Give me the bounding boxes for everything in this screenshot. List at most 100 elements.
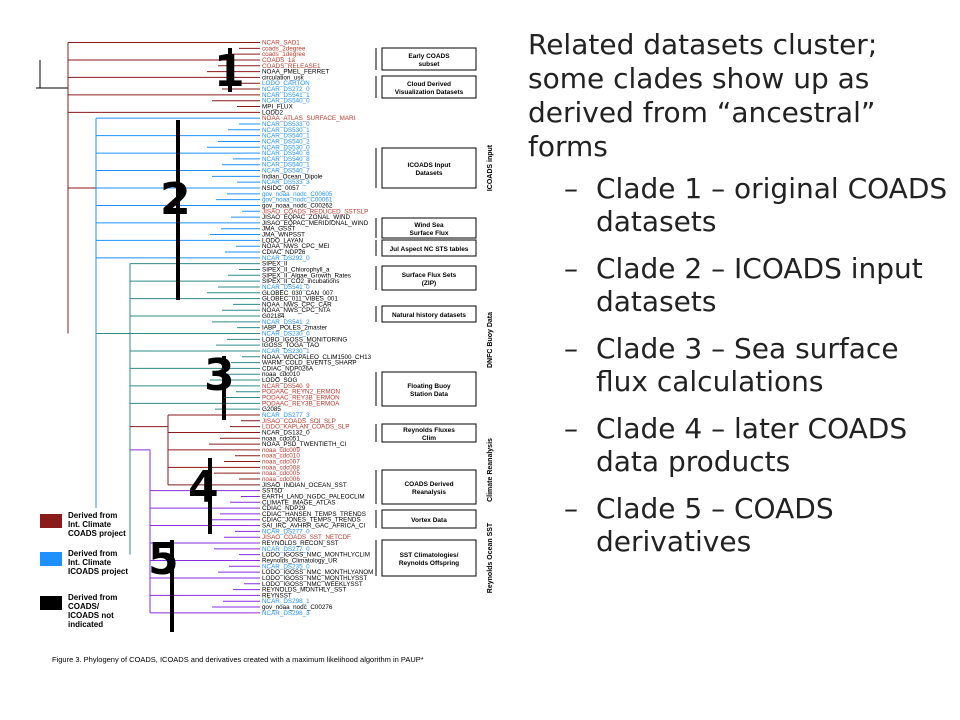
leaf-label: NCAR_DS530_0 — [262, 144, 310, 151]
box-label: ICOADS Input — [408, 162, 452, 169]
legend-text: ICOADS project — [68, 567, 128, 576]
leaf-label: coads_2degree — [262, 45, 306, 52]
leaf-label: REYNSST — [262, 592, 292, 599]
box-label: COADS Derived — [404, 481, 453, 488]
leaf-label: Indian_Ocean_Dipole — [262, 173, 323, 180]
box-label: Vortex Data — [411, 517, 447, 524]
leaf-label: CDIAC_NDP26 — [262, 249, 306, 256]
box-label: Reynolds Fluxes — [403, 427, 455, 434]
leaf-label: LODO_IGOSS_NMC_MONTHLYANOM — [262, 569, 373, 576]
leaf-label: JMA_GSST — [262, 226, 295, 233]
annotation-box — [381, 239, 477, 257]
leaf-label: NCAR_DS272_0 — [262, 86, 310, 93]
leaf-label: JISAO_EQPAC_ZONAL_WIND — [262, 214, 351, 221]
leaf-label: NCAR_DS533_0 — [262, 121, 310, 128]
leaf-label: NCAR_DS541_0 — [262, 284, 310, 291]
leaf-label: REYNOLDS_RECON_SST — [262, 540, 339, 547]
box-label: (ZIP) — [422, 280, 436, 287]
leaf-label: coads_1degree — [262, 51, 306, 58]
leaf-label: NCAR_DS277_3 — [262, 412, 310, 419]
leaf-label: NCAR_DS540_9 — [262, 383, 310, 390]
leaf-label: GLOBEC_030_CAN_007 — [262, 290, 334, 297]
leaf-label: NOAA_WDCPALEO_CLIM1500_CH13 — [262, 354, 372, 361]
leaf-label: LOBO_IGOSS_MONITORING — [262, 336, 347, 343]
box-label: SST Climatologies/ — [400, 552, 459, 559]
annotation-box — [381, 47, 477, 71]
figure-caption: Figure 3. Phylogeny of COADS, ICOADS and… — [52, 655, 424, 664]
leaf-label: noaa_cdc007 — [262, 459, 300, 466]
box-label: Natural history datasets — [392, 312, 466, 319]
leaf-label: Reynolds_Climatology_UR — [262, 557, 338, 564]
leaf-label: NCAR_DS540_0 — [262, 98, 310, 105]
leaf-label: noaa_cdc010 — [262, 453, 300, 460]
bullet-clade-2: –Clade 2 – ICOADS input datasets — [564, 252, 948, 318]
leaf-label: LODO_SOG — [262, 377, 297, 384]
legend-swatch — [40, 596, 62, 610]
box-label: subset — [419, 61, 441, 68]
legend-text: COADS project — [68, 529, 126, 538]
annotation-box — [381, 265, 477, 291]
leaf-label: gov_noaa_nodc_C00262 — [262, 202, 333, 209]
annotation-box — [381, 147, 477, 189]
box-label: Jul Aspect NC STS tables — [390, 246, 469, 253]
leaf-label: NCAR_DS230_0 — [262, 331, 310, 338]
leaf-label: G02184 — [262, 313, 285, 320]
leaf-label: WARM_COLD_EVENTS_SHARP — [262, 360, 357, 367]
annotation-box — [381, 539, 477, 577]
leaf-label: IGOSS_TOGA_TAO — [262, 342, 319, 349]
side-label: ICOADS input — [487, 144, 494, 191]
leaf-label: EARTH_LAND_NGDC_PALEOCLIM — [262, 493, 365, 500]
leaf-label: JISAO_INDIAN_OCEAN_SST — [262, 482, 347, 489]
leaf-label: MPI_FLUX — [262, 104, 294, 111]
bullet-text: Clade 1 – original COADS datasets — [596, 172, 948, 238]
annotation-box — [381, 509, 477, 529]
legend-text: Derived from — [68, 593, 117, 602]
clade-number: 5 — [148, 534, 179, 585]
leaf-label: CDIAC_NDP026A — [262, 365, 314, 372]
box-label: Reynolds Offspring — [399, 560, 459, 567]
leaf-label: NCAR_DS540_7 — [262, 168, 310, 175]
phylogenetic-tree — [36, 42, 260, 614]
annotation-box — [381, 371, 477, 407]
clade-markers: 1 2 3 45 — [148, 46, 245, 632]
leaf-label: noaa_cdc005 — [262, 470, 300, 477]
clade-number: 2 — [160, 174, 191, 225]
leaf-label: NCAR_DS277_0 — [262, 546, 310, 553]
leaf-label: JMA_WNPSST — [262, 232, 305, 239]
leaf-label: NCAR_DS540_2 — [262, 138, 310, 145]
leaf-label: NCAR_DS540_8 — [262, 156, 310, 163]
leaf-label: NSIDC_0057 — [262, 185, 300, 192]
leaf-label: NOAA_PMEL_FERRET — [262, 69, 329, 76]
side-label: Climate Reanalysis — [487, 438, 494, 502]
leaf-label: LODO_IGOSS_NMC_MONTHLYSST — [262, 575, 367, 582]
legend-text: COADS/ — [68, 602, 100, 611]
legend-text: Derived from — [68, 549, 117, 558]
leaf-label: JISAO_COADS_SOI_SLP — [262, 418, 336, 425]
leaf-label: NCAR_DS540_1 — [262, 162, 310, 169]
bullet-clade-4: –Clade 4 – later COADS data products — [564, 412, 948, 478]
leaf-label: noaa_cdc006 — [262, 476, 300, 483]
annotation-box — [381, 305, 477, 323]
box-label: Early COADS — [408, 53, 450, 60]
bullet-text: Clade 2 – ICOADS input datasets — [596, 252, 923, 318]
clade-number: 1 — [214, 46, 245, 97]
box-label: Surface Flux — [409, 230, 448, 237]
side-label: Reynolds Ocean SST — [487, 522, 494, 593]
leaf-label: G2085 — [262, 406, 281, 413]
slide-text-panel: Related datasets cluster; some clades sh… — [528, 28, 948, 572]
legend-text: Int. Climate — [68, 558, 112, 567]
leaf-label: NOAA_NWS_CPC_CAR — [262, 301, 332, 308]
box-label: Visualization Datasets — [395, 89, 464, 96]
clade-number: 3 — [204, 350, 235, 401]
leaf-label: NCAR_DS230_1 — [262, 348, 310, 355]
legend-text: ICOADS not — [68, 611, 114, 620]
leaf-label: PODAAC_REY3B_ERMOA — [262, 400, 340, 407]
bullet-clade-5: –Clade 5 – COADS derivatives — [564, 492, 948, 558]
leaf-label: COADS_1a — [262, 57, 295, 64]
clade-number: 4 — [188, 462, 219, 513]
bullet-clade-3: –Clade 3 – Sea surface flux calculations — [564, 332, 948, 398]
leaf-label: noaa_cdc009 — [262, 447, 300, 454]
leaf-label: SIPEX_II — [262, 261, 288, 268]
leaf-label: NCAR_DS533_3 — [262, 179, 310, 186]
